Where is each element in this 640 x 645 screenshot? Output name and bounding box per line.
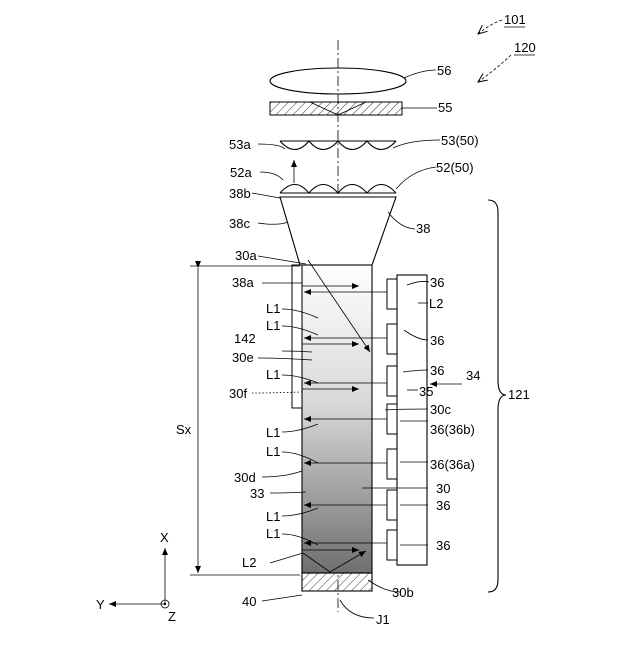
strip-142 <box>292 265 302 408</box>
label-ll1-3: L1 <box>266 367 280 382</box>
label-l30e: 30e <box>232 350 254 365</box>
reference-120: 120 <box>478 40 536 82</box>
label-l38a: 38a <box>232 275 254 290</box>
label-axis-y: Y <box>96 597 105 612</box>
label-121: 121 <box>508 387 530 402</box>
label-l35: 35 <box>419 384 433 399</box>
label-l36-3: 36 <box>430 363 444 378</box>
reference-101: 101 <box>478 12 526 34</box>
label-ll1-6: L1 <box>266 509 280 524</box>
label-l142: 142 <box>234 331 256 346</box>
label-lj1: J1 <box>376 612 390 627</box>
label-l53: 53(50) <box>441 133 479 148</box>
led-modules-36 <box>387 279 397 560</box>
dimension-sx: Sx <box>176 266 300 575</box>
label-l52: 52(50) <box>436 160 474 175</box>
label-l56: 56 <box>437 63 451 78</box>
base-40 <box>302 573 372 591</box>
label-l30f: 30f <box>229 386 247 401</box>
label-l30: 30 <box>436 481 450 496</box>
label-l52a: 52a <box>230 165 252 180</box>
label-lsx: Sx <box>176 422 192 437</box>
axes-triad: X Y Z <box>96 530 176 624</box>
label-l36-4: 36 <box>436 498 450 513</box>
label-l36-2: 36 <box>430 333 444 348</box>
label-l34: 34 <box>466 368 480 383</box>
label-l38c: 38c <box>229 216 250 231</box>
label-l36a: 36(36a) <box>430 457 475 472</box>
label-l55: 55 <box>438 100 452 115</box>
label-l53a: 53a <box>229 137 251 152</box>
label-ll1-5: L1 <box>266 444 280 459</box>
label-ll1-1: L1 <box>266 301 280 316</box>
bracket-121 <box>488 200 506 592</box>
label-axis-z: Z <box>168 609 176 624</box>
label-l38b: 38b <box>229 186 251 201</box>
reflector-38 <box>280 197 396 265</box>
plate-55 <box>270 102 402 115</box>
label-l40: 40 <box>242 594 256 609</box>
label-ll1-7: L1 <box>266 526 280 541</box>
label-l33: 33 <box>250 486 264 501</box>
label-ll2-top: L2 <box>429 296 443 311</box>
label-l30c: 30c <box>430 402 451 417</box>
label-ll1-4: L1 <box>266 425 280 440</box>
label-l36b: 36(36b) <box>430 422 475 437</box>
label-l30d: 30d <box>234 470 256 485</box>
label-ll1-2: L1 <box>266 318 280 333</box>
label-l36-5: 36 <box>436 538 450 553</box>
label-ref-main: 101 <box>504 12 526 27</box>
label-axis-x: X <box>160 530 169 545</box>
label-l30a: 30a <box>235 248 257 263</box>
board-35 <box>397 275 427 565</box>
label-l38: 38 <box>416 221 430 236</box>
label-ll2-bot: L2 <box>242 555 256 570</box>
label-l30b: 30b <box>392 585 414 600</box>
label-ref-sub: 120 <box>514 40 536 55</box>
label-l36-1: 36 <box>430 275 444 290</box>
